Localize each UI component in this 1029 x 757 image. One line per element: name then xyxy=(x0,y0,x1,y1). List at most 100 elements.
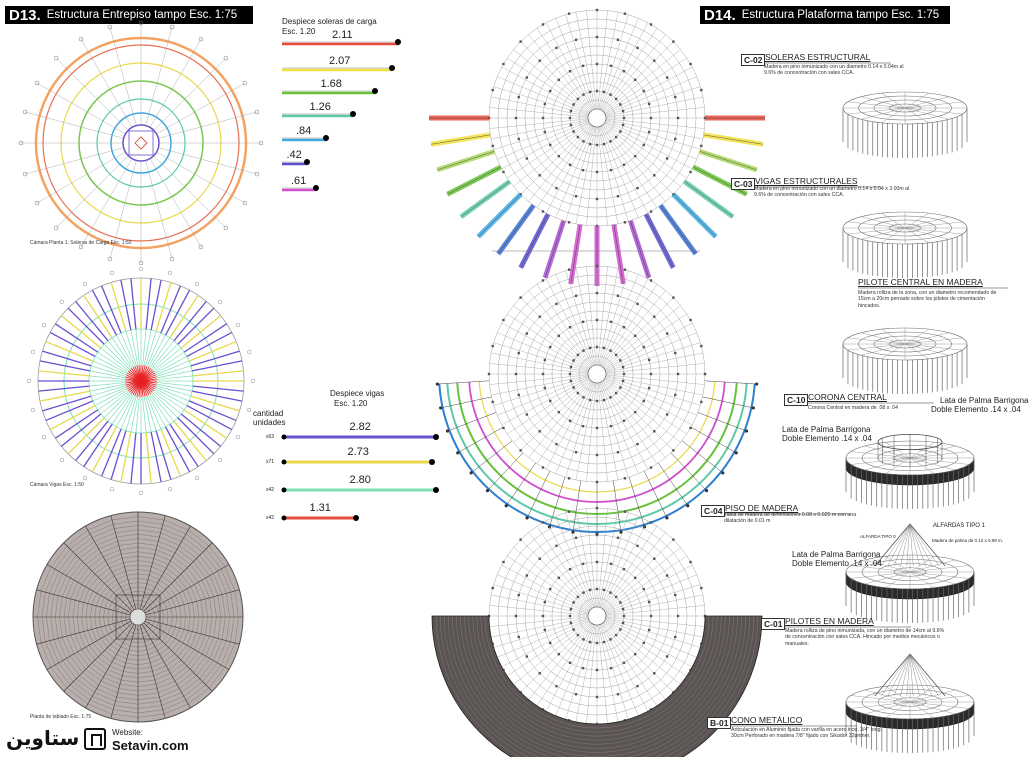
annotation-code: C-04 xyxy=(701,505,726,517)
viga-value: 1.31 xyxy=(309,502,331,514)
axo-pilote-radial xyxy=(881,329,906,345)
plan3-board xyxy=(158,616,160,623)
plan3-board xyxy=(152,601,157,607)
platform-plan-2-post xyxy=(541,466,545,469)
platform-plan-2-post xyxy=(519,449,522,452)
platform-plan-3-post xyxy=(619,601,622,604)
platform-plan-1-radial xyxy=(596,117,608,226)
platform-plan-2-radial xyxy=(596,373,705,385)
plan3-board xyxy=(121,608,124,613)
plan3-board xyxy=(171,640,180,651)
platform-plan-3-radial xyxy=(596,516,639,617)
platform-plan-2-post xyxy=(572,359,575,362)
plan2-inner-joist xyxy=(148,334,166,368)
deck-board xyxy=(468,615,726,745)
plan1-axis-bubble xyxy=(223,55,229,61)
plan1-axis-bubble xyxy=(242,80,248,86)
edge-post xyxy=(665,516,669,520)
platform-plan-1-post xyxy=(609,140,612,143)
plan3-board xyxy=(96,688,117,698)
plan3-board xyxy=(112,616,114,624)
plan3-board xyxy=(73,681,93,697)
plan3-board xyxy=(96,536,117,546)
platform-plan-3-radial xyxy=(586,508,598,617)
watermark-url[interactable]: Setavin.com xyxy=(112,738,189,753)
right-panel-code: D14. xyxy=(704,6,736,24)
platform-plan-2-post xyxy=(642,399,645,403)
platform-plan-1-post xyxy=(609,93,612,96)
platform-plan-2-post xyxy=(538,430,541,433)
platform-plan-1-post xyxy=(574,38,578,41)
plan2-inner-joist xyxy=(103,392,130,419)
plan1-axis xyxy=(149,158,202,248)
plan3-board xyxy=(115,598,121,605)
plan3-radial xyxy=(36,589,139,618)
platform-plan-3-post xyxy=(595,668,599,672)
edge-post xyxy=(439,406,443,410)
plan3-center-square xyxy=(115,594,161,640)
plan3-board xyxy=(131,604,135,607)
axo-vigas-radial xyxy=(847,221,906,229)
plan1-axis xyxy=(80,158,133,248)
platform-plan-1-radial xyxy=(528,34,598,119)
soleras-heading: Despiece soleras de carga xyxy=(282,17,377,26)
plan3-board xyxy=(179,605,182,618)
plan3-board xyxy=(96,595,101,606)
platform-plan-1-post xyxy=(557,154,561,158)
platform-plan-3-radial xyxy=(545,615,598,712)
plan3-board xyxy=(87,630,94,644)
plan2-joist xyxy=(191,360,243,372)
plan3-board xyxy=(66,687,88,705)
extension-beam-axis xyxy=(460,181,510,217)
annotation-body: Madera rolliza de pino inmunizada, con u… xyxy=(785,628,945,647)
extension-beam-axis xyxy=(684,181,734,217)
platform-plan-1-post xyxy=(665,157,669,160)
plan2-joist xyxy=(39,390,91,402)
platform-plan-1-radial xyxy=(555,18,598,119)
plan3-board xyxy=(137,525,162,529)
setavin-logo-icon xyxy=(84,728,106,750)
plan3-board xyxy=(92,580,102,592)
plan3-board xyxy=(103,608,105,618)
plan1-axis xyxy=(156,151,246,204)
platform-plan-2-post xyxy=(549,399,552,403)
plan3-board xyxy=(108,624,113,633)
plan3-board xyxy=(114,705,139,709)
plan3-board xyxy=(122,675,139,678)
plan3-board xyxy=(107,558,123,565)
plan3-board xyxy=(200,616,204,634)
plan3-board xyxy=(119,684,139,687)
platform-plan-1-radial xyxy=(497,76,598,119)
plan3-radial xyxy=(137,616,230,670)
plan3-board xyxy=(146,623,149,626)
platform-plan-2-post xyxy=(647,386,651,390)
axo-cono-rafter xyxy=(909,653,939,697)
platform-plan-1-post xyxy=(525,76,529,79)
plan3-board xyxy=(45,641,56,666)
axo-cono-radial xyxy=(885,701,911,718)
viga-start-dot xyxy=(281,515,287,521)
plan3-board xyxy=(107,669,123,676)
plan3-board xyxy=(131,641,139,643)
platform-plan-1-radial xyxy=(596,117,697,160)
platform-plan-3-post xyxy=(595,533,599,537)
platform-plan-2-radial xyxy=(596,270,629,375)
platform-plan-3-post xyxy=(674,593,677,597)
plan3-board xyxy=(121,612,122,618)
plan3-board xyxy=(148,598,154,603)
plan3-board xyxy=(162,699,187,710)
plan3-board xyxy=(127,578,139,580)
plan1-center-square xyxy=(128,130,154,156)
platform-plan-2-radial xyxy=(507,313,598,375)
plan3-board xyxy=(166,609,169,618)
plan3-board xyxy=(137,705,162,709)
plan1-axis-bubble xyxy=(107,24,113,30)
plan3-board xyxy=(108,634,114,642)
platform-plan-2-radial xyxy=(596,373,649,470)
platform-plan-2-post xyxy=(487,372,491,376)
plan3-board xyxy=(146,608,149,611)
plan2-joist xyxy=(54,323,99,353)
platform-plan-3-radial xyxy=(596,574,697,617)
platform-plan-1-post xyxy=(649,116,653,120)
plan3-board xyxy=(179,629,185,641)
